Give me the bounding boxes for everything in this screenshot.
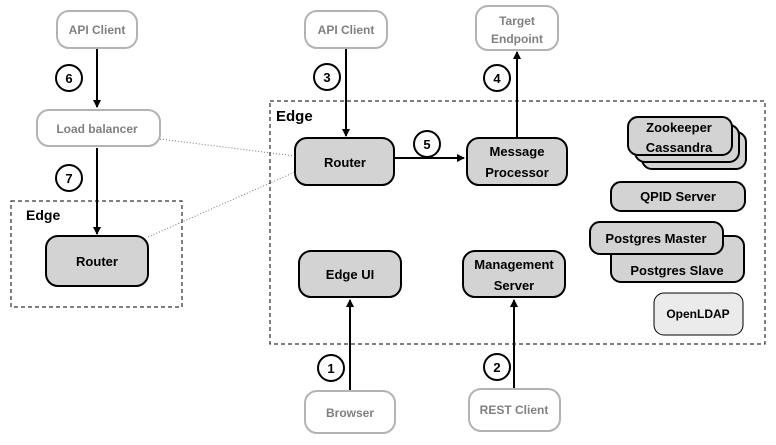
step-3-badge: 3 — [313, 63, 341, 91]
load-balancer[interactable]: Load balancer — [36, 109, 161, 147]
edge-main-label: Edge — [276, 108, 313, 125]
postgres-master-label: Postgres Master — [605, 231, 706, 246]
api-client-center-label: API Client — [318, 23, 375, 37]
rest-client[interactable]: REST Client — [468, 388, 561, 432]
step-1-badge: 1 — [317, 354, 345, 382]
postgres-stack[interactable]: Postgres Slave Postgres Master — [589, 221, 745, 283]
load-balancer-label: Load balancer — [56, 122, 138, 136]
step-5-badge: 5 — [413, 130, 441, 158]
zookeeper-label: Zookeeper — [646, 120, 712, 135]
step-7-badge: 7 — [55, 164, 83, 192]
rest-client-label: REST Client — [480, 403, 549, 417]
svg-text:6: 6 — [65, 71, 72, 86]
router-secondary-label: Router — [76, 254, 118, 269]
postgres-slave-label: Postgres Slave — [630, 263, 723, 278]
svg-text:1: 1 — [327, 361, 334, 376]
browser-client[interactable]: Browser — [304, 390, 396, 434]
browser-label: Browser — [326, 406, 374, 420]
api-client-left[interactable]: API Client — [56, 10, 138, 49]
edge-ui[interactable]: Edge UI — [298, 250, 402, 298]
edge-ui-label: Edge UI — [326, 267, 374, 282]
svg-text:5: 5 — [423, 137, 430, 152]
qpid-server-label: QPID Server — [640, 189, 716, 204]
svg-text:3: 3 — [323, 70, 330, 85]
target-endpoint-line-2: Endpoint — [491, 32, 543, 46]
api-client-left-label: API Client — [69, 23, 126, 37]
api-client-center[interactable]: API Client — [304, 10, 388, 49]
step-2-badge: 2 — [483, 353, 511, 381]
management-server-line-1: Management — [474, 257, 554, 272]
message-processor-line-1: Message — [490, 144, 545, 159]
router-to-router-dotted-line — [147, 171, 296, 238]
router-secondary[interactable]: Router — [45, 235, 149, 287]
zookeeper-cassandra-stack[interactable]: Zookeeper Cassandra — [627, 116, 747, 170]
edge-secondary-label: Edge — [26, 207, 60, 223]
openldap-label: OpenLDAP — [666, 307, 729, 321]
router-main[interactable]: Router — [294, 137, 395, 186]
qpid-server[interactable]: QPID Server — [610, 181, 746, 212]
openldap[interactable]: OpenLDAP — [653, 292, 744, 336]
svg-text:7: 7 — [65, 171, 72, 186]
target-endpoint-line-1: Target — [499, 14, 535, 28]
cassandra-label: Cassandra — [646, 140, 713, 155]
message-processor-line-2: Processor — [485, 165, 549, 180]
management-server-line-2: Server — [494, 278, 534, 293]
target-endpoint[interactable]: Target Endpoint — [475, 5, 559, 51]
lb-to-router-dotted-line — [159, 138, 296, 157]
svg-text:2: 2 — [493, 360, 500, 375]
router-main-label: Router — [324, 155, 366, 170]
step-4-badge: 4 — [483, 64, 511, 92]
message-processor[interactable]: Message Processor — [466, 137, 568, 186]
svg-text:4: 4 — [493, 71, 501, 86]
step-6-badge: 6 — [55, 64, 83, 92]
management-server[interactable]: Management Server — [462, 250, 566, 298]
